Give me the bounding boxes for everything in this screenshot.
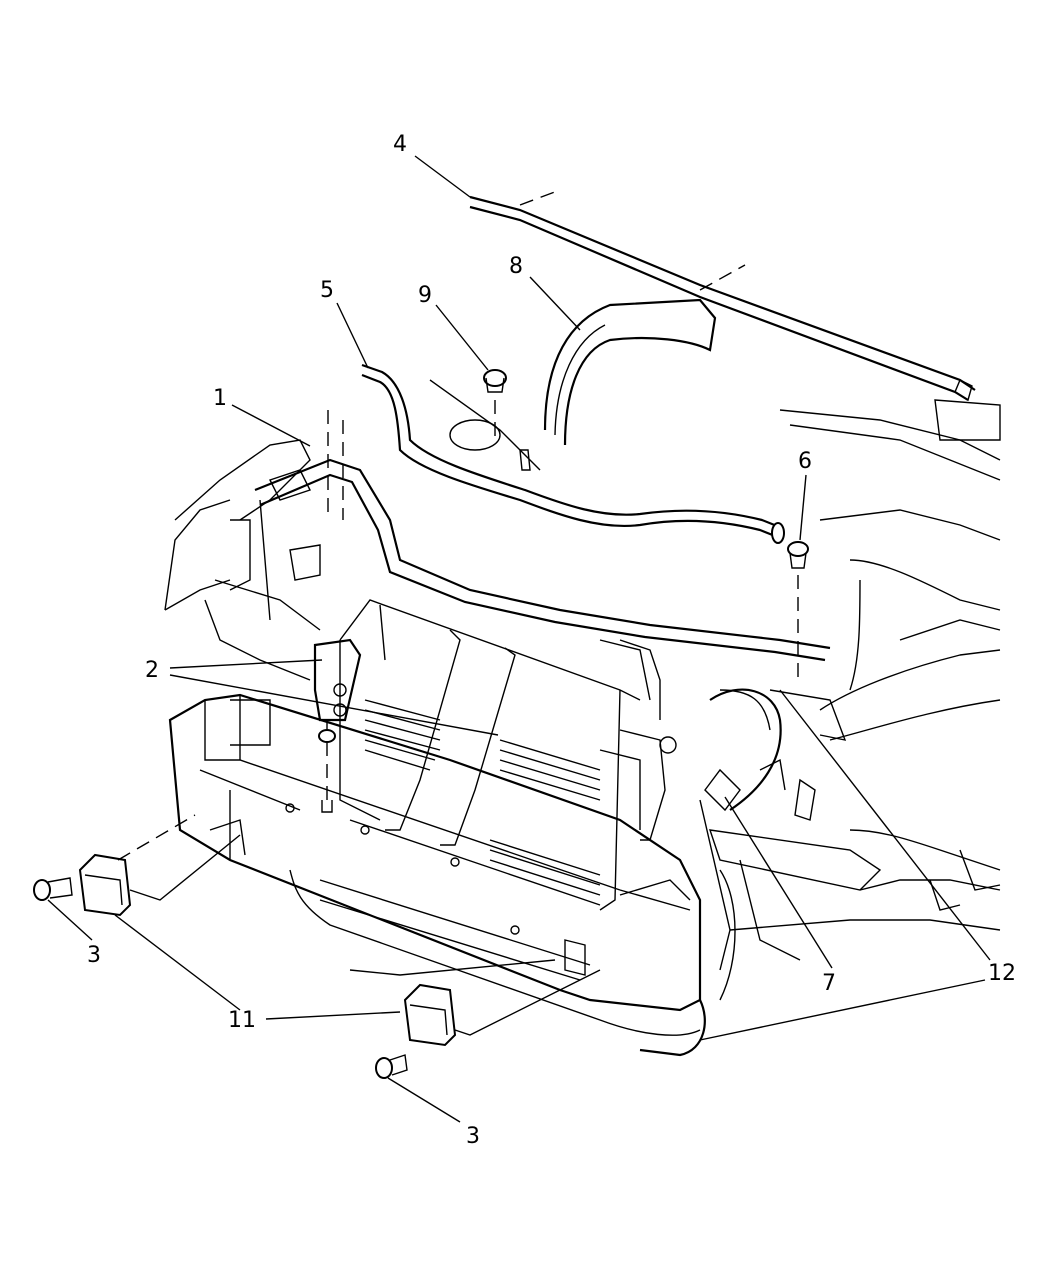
right-fender-structure — [699, 649, 1001, 971]
leader-lines — [47, 155, 991, 1123]
part-4-seal — [469, 189, 976, 402]
cowl-area — [429, 379, 1001, 691]
part-3-screw-lower — [375, 1054, 408, 1079]
callout-2: 2 — [145, 658, 159, 683]
part-11-cap-left — [78, 814, 241, 917]
callout-12: 12 — [988, 961, 1016, 986]
part-8-seal — [543, 298, 717, 446]
lower-valance — [289, 869, 736, 1057]
bumper-beam — [168, 693, 702, 1012]
part-2-seal — [313, 638, 362, 813]
callout-labels: 1 2 3 3 4 5 6 7 8 9 11 12 — [87, 132, 1016, 1149]
part-6-bolt — [769, 541, 847, 741]
callout-4: 4 — [393, 132, 407, 157]
part-9-retainer — [483, 369, 531, 471]
callout-3-left: 3 — [87, 943, 101, 968]
callout-7: 7 — [822, 971, 836, 996]
callout-1: 1 — [213, 386, 227, 411]
callout-9: 9 — [418, 283, 432, 308]
part-1-crossmember — [254, 410, 831, 662]
left-fender-structure — [164, 439, 321, 681]
part-11-cap-lower — [349, 959, 601, 1047]
callout-6: 6 — [798, 449, 812, 474]
callout-11: 11 — [228, 1008, 256, 1033]
part-3-screw-left — [33, 877, 73, 901]
part-7-bracket — [704, 688, 816, 821]
callout-8: 8 — [509, 254, 523, 279]
callout-3-lower: 3 — [466, 1124, 480, 1149]
radiator-core — [339, 599, 677, 911]
callout-5: 5 — [320, 278, 334, 303]
part-5-seal — [361, 363, 785, 544]
